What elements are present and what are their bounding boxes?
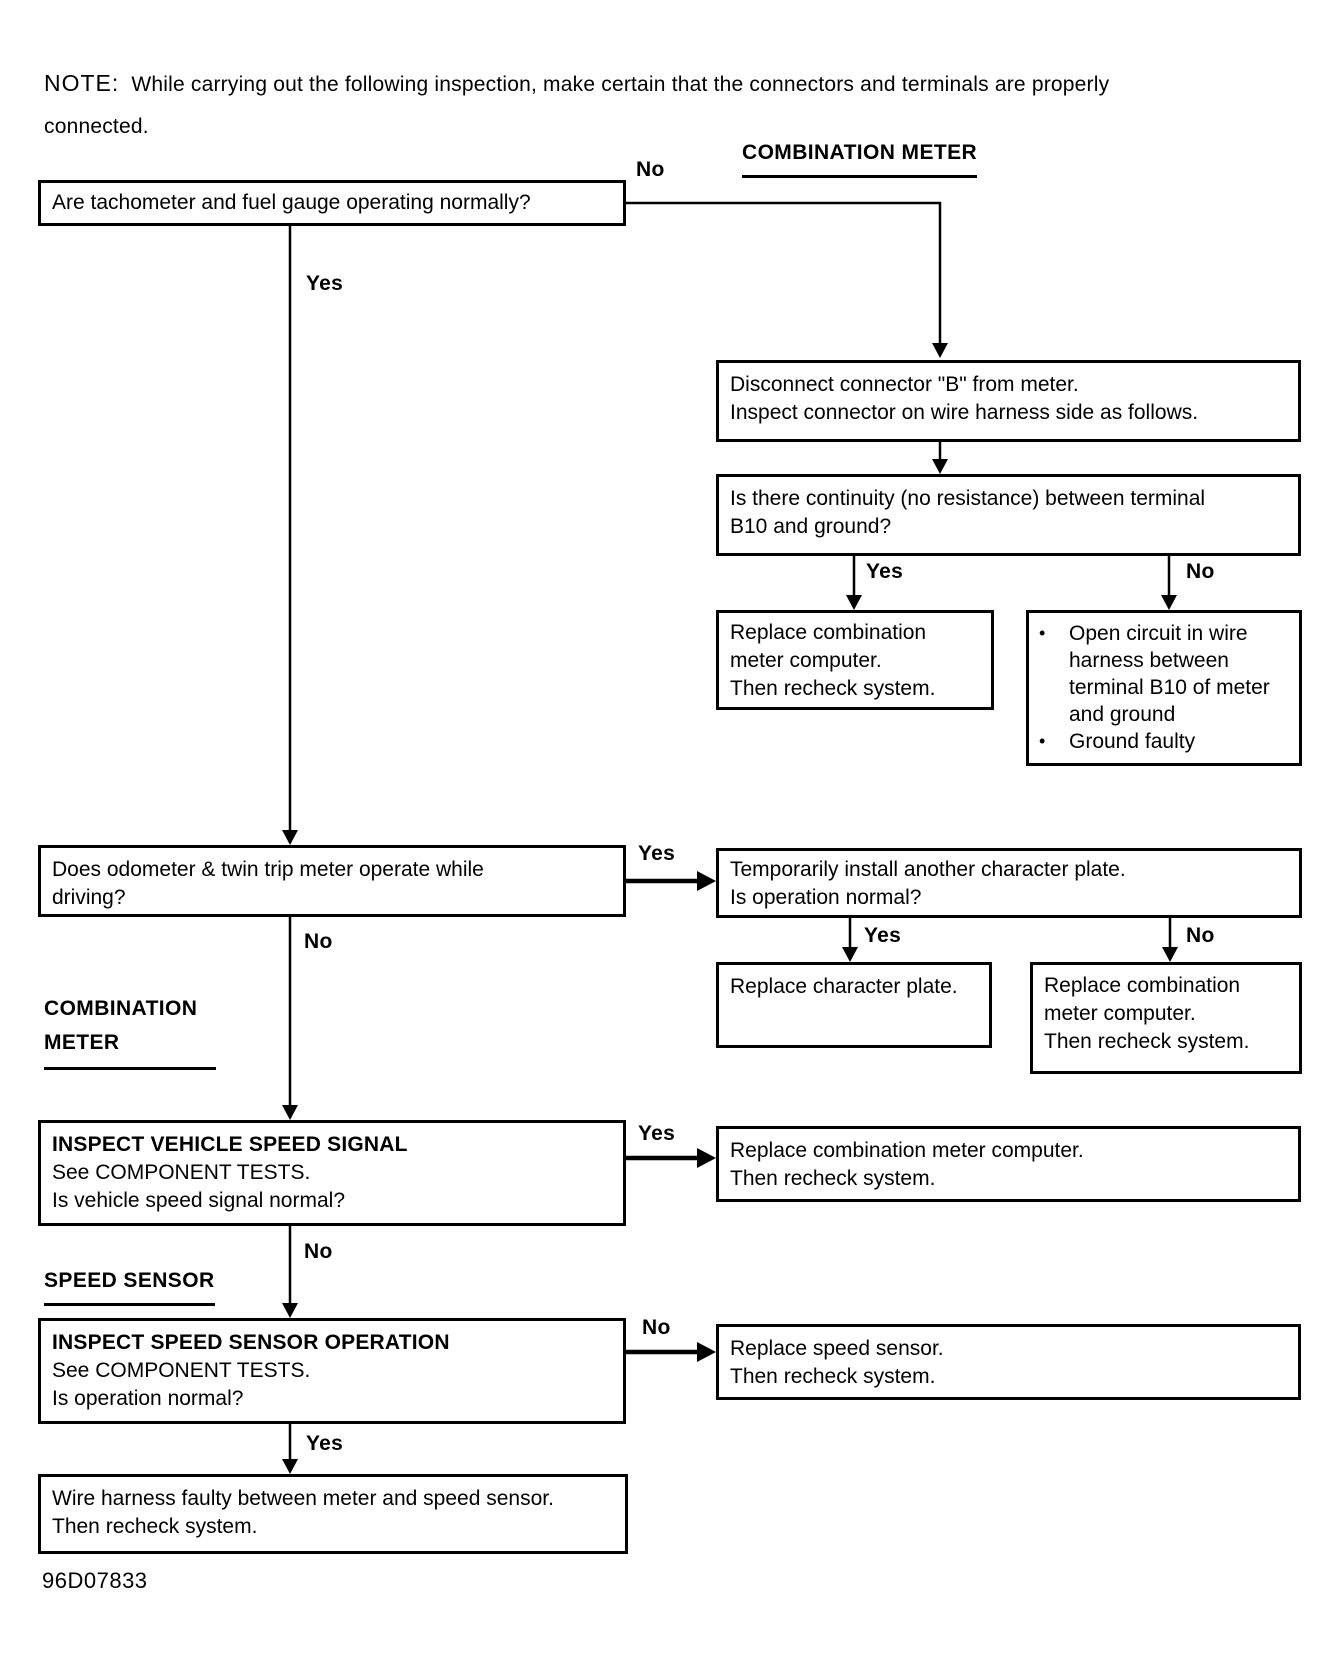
edge-label-q-odometer-no: No	[304, 930, 333, 953]
connector-inspect-vss-yes	[626, 1148, 716, 1168]
note-text: NOTE: While carrying out the following i…	[44, 62, 1224, 148]
bullet-dot-icon: •	[1039, 623, 1046, 643]
connector-inspect-vss-no	[282, 1226, 298, 1318]
edge-label-continuity-yes: Yes	[866, 560, 904, 583]
box-replace-character-plate: Replace character plate.	[716, 962, 992, 1048]
connector-disconnect-continuity	[932, 442, 948, 474]
connector-continuity-no	[1161, 556, 1177, 610]
box-replace-meter-computer-1: Replace combination meter computer. Then…	[716, 610, 994, 710]
box-are-tachometer-operating: Are tachometer and fuel gauge operating …	[38, 180, 626, 226]
box-replace-meter-computer-3: Replace combination meter computer. Then…	[716, 1126, 1301, 1202]
connector-q-odometer-no	[282, 917, 298, 1120]
connector-continuity-yes	[846, 556, 862, 610]
edge-label-inspect-vss-yes: Yes	[638, 1122, 676, 1145]
box-inspect-vehicle-speed-signal: INSPECT VEHICLE SPEED SIGNAL See COMPONE…	[38, 1120, 626, 1226]
connector-q-tach-yes	[282, 226, 298, 845]
figure-code: 96D07833	[42, 1568, 148, 1593]
bullet-dot-icon: •	[1039, 731, 1046, 751]
edge-label-q-tach-no: No	[636, 158, 665, 181]
box-replace-speed-sensor: Replace speed sensor. Then recheck syste…	[716, 1324, 1301, 1400]
bullet-item-open-circuit: • Open circuit in wire harness between t…	[1039, 622, 1270, 726]
box-open-circuit-causes: • Open circuit in wire harness between t…	[1026, 610, 1302, 766]
note-line-1: NOTE: While carrying out the following i…	[44, 70, 1110, 96]
box-does-odometer-operate: Does odometer & twin trip meter operate …	[38, 845, 626, 917]
connector-q-tach-no	[626, 201, 948, 358]
edge-label-inspect-sso-no: No	[642, 1316, 671, 1339]
note-label: NOTE:	[44, 70, 120, 96]
edge-label-inspect-sso-yes: Yes	[306, 1432, 344, 1455]
edge-label-char-plate-yes: Yes	[864, 924, 902, 947]
connector-q-odometer-yes	[626, 871, 716, 891]
section-header-combination-meter-top: COMBINATION METER	[742, 138, 978, 178]
connector-char-plate-yes	[842, 918, 858, 962]
box-character-plate-test: Temporarily install another character pl…	[716, 848, 1302, 918]
connector-char-plate-no	[1162, 918, 1178, 962]
connector-inspect-sso-no	[626, 1342, 716, 1362]
edge-label-q-tach-yes: Yes	[306, 272, 344, 295]
edge-label-char-plate-no: No	[1186, 924, 1215, 947]
edge-label-continuity-no: No	[1186, 560, 1215, 583]
box-disconnect-connector: Disconnect connector "B" from meter. Ins…	[716, 360, 1301, 442]
connector-inspect-sso-yes	[282, 1424, 298, 1474]
bullet-item-ground-faulty: • Ground faulty	[1039, 730, 1196, 753]
box-continuity-check: Is there continuity (no resistance) betw…	[716, 474, 1301, 556]
section-header-combination-meter-left: COMBINATION METER	[44, 992, 216, 1070]
edge-label-q-odometer-yes: Yes	[638, 842, 676, 865]
box-inspect-speed-sensor-operation: INSPECT SPEED SENSOR OPERATION See COMPO…	[38, 1318, 626, 1424]
box-wire-harness-faulty: Wire harness faulty between meter and sp…	[38, 1474, 628, 1554]
note-line-2: connected.	[44, 115, 149, 138]
section-header-speed-sensor: SPEED SENSOR	[44, 1266, 215, 1306]
box-replace-meter-computer-2: Replace combination meter computer. Then…	[1030, 962, 1302, 1074]
edge-label-inspect-vss-no: No	[304, 1240, 333, 1263]
